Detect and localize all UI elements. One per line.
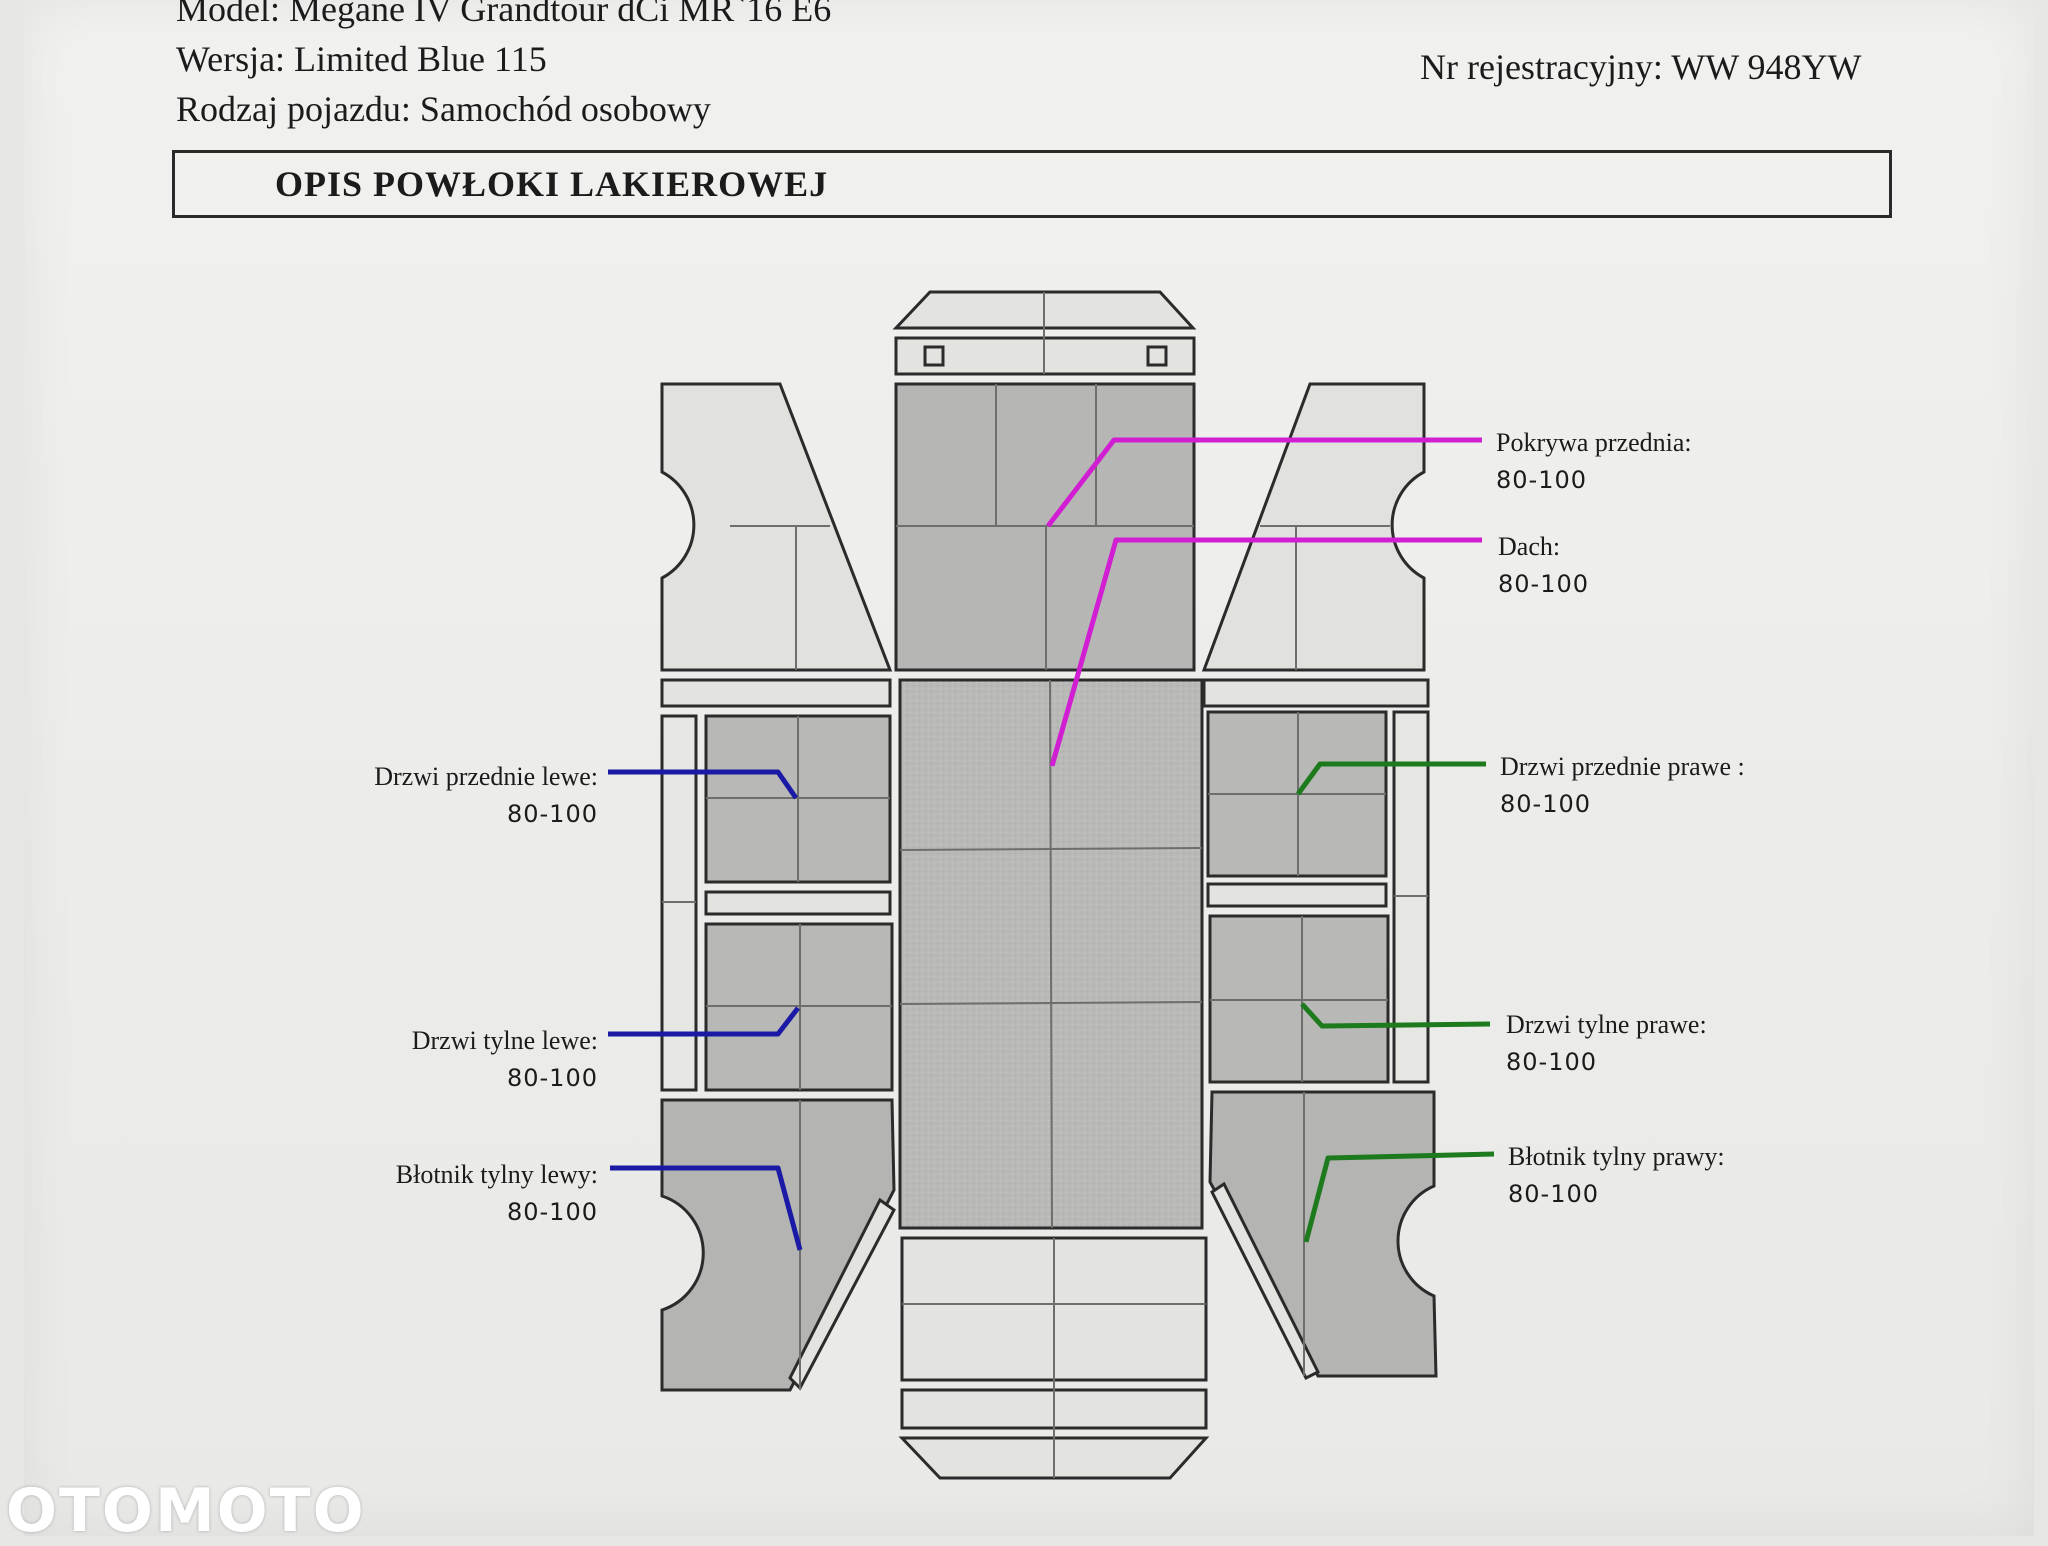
front-right-door-value: 80-100 <box>1500 790 1592 818</box>
rear-left-fender-panel <box>660 1098 896 1392</box>
rear-right-door-label-text: Drzwi tylne prawe: <box>1506 1010 1707 1039</box>
rear-right-fender-panel <box>1208 1090 1438 1378</box>
rear-left-fender-callout-line <box>610 1165 803 1251</box>
rear-left-door-value: 80-100 <box>506 1064 598 1092</box>
hood-callout-line <box>1046 437 1482 528</box>
rear-left-fender-label: Błotnik tylny lewy: 80-100 <box>396 1160 598 1226</box>
front-right-door-callout-line <box>1295 761 1486 796</box>
front-left-door-label: Drzwi przednie lewe: 80-100 <box>374 762 598 828</box>
hood-label: Pokrywa przednia: 80-100 <box>1496 428 1692 494</box>
roof-value: 80-100 <box>1498 570 1590 598</box>
model-line: Model: Megane IV Grandtour dCi MR`16 E6 <box>176 0 832 29</box>
rear-left-door-label: Drzwi tylne lewe: 80-100 <box>412 1026 598 1092</box>
hood-label-text: Pokrywa przednia: <box>1496 428 1692 457</box>
version-line: Wersja: Limited Blue 115 <box>176 39 547 79</box>
rear-right-fender-value: 80-100 <box>1508 1180 1600 1208</box>
right-rear-pillar <box>1210 1181 1321 1381</box>
vehicle-type-line: Rodzaj pojazdu: Samochód osobowy <box>176 89 711 129</box>
front-left-door-label-text: Drzwi przednie lewe: <box>374 762 598 791</box>
rear-left-door-label-text: Drzwi tylne lewe: <box>411 1026 598 1055</box>
rear-left-fender-value: 80-100 <box>506 1198 598 1226</box>
headlight-right-icon <box>1146 345 1168 367</box>
right-sill-top <box>1202 678 1430 708</box>
hood-value: 80-100 <box>1496 466 1588 494</box>
rear-left-door-callout-line <box>608 1006 800 1037</box>
rear-right-door-value: 80-100 <box>1506 1048 1598 1076</box>
registration-number: Nr rejestracyjny: WW 948YW <box>1420 47 1862 87</box>
rear-right-door-callout-line <box>1300 1002 1491 1029</box>
otomoto-watermark-logo: OTOMOTO <box>6 1476 366 1546</box>
front-right-door-label-text: Drzwi przednie prawe : <box>1500 752 1745 781</box>
roof-label-text: Dach: <box>1498 532 1561 561</box>
section-title: OPIS POWŁOKI LAKIEROWEJ <box>275 164 829 204</box>
rear-right-fender-callout-line <box>1303 1151 1495 1243</box>
rear-right-fender-label: Błotnik tylny prawy: 80-100 <box>1508 1142 1725 1208</box>
front-right-door-label: Drzwi przednie prawe : 80-100 <box>1500 752 1745 818</box>
left-door-gap <box>704 890 892 916</box>
left-sill-top <box>660 678 892 708</box>
rear-right-door-label: Drzwi tylne prawe: 80-100 <box>1506 1010 1707 1076</box>
roof-callout-line <box>1049 537 1482 767</box>
roof-label: Dach: 80-100 <box>1498 532 1589 598</box>
headlight-left-icon <box>923 345 945 367</box>
section-title-box: OPIS POWŁOKI LAKIEROWEJ <box>172 150 1892 218</box>
rear-left-fender-label-text: Błotnik tylny lewy: <box>395 1160 598 1189</box>
front-left-door-callout-line <box>608 769 799 800</box>
rear-right-fender-label-text: Błotnik tylny prawy: <box>1508 1142 1725 1171</box>
right-door-gap <box>1206 882 1388 908</box>
front-left-door-value: 80-100 <box>506 800 598 828</box>
